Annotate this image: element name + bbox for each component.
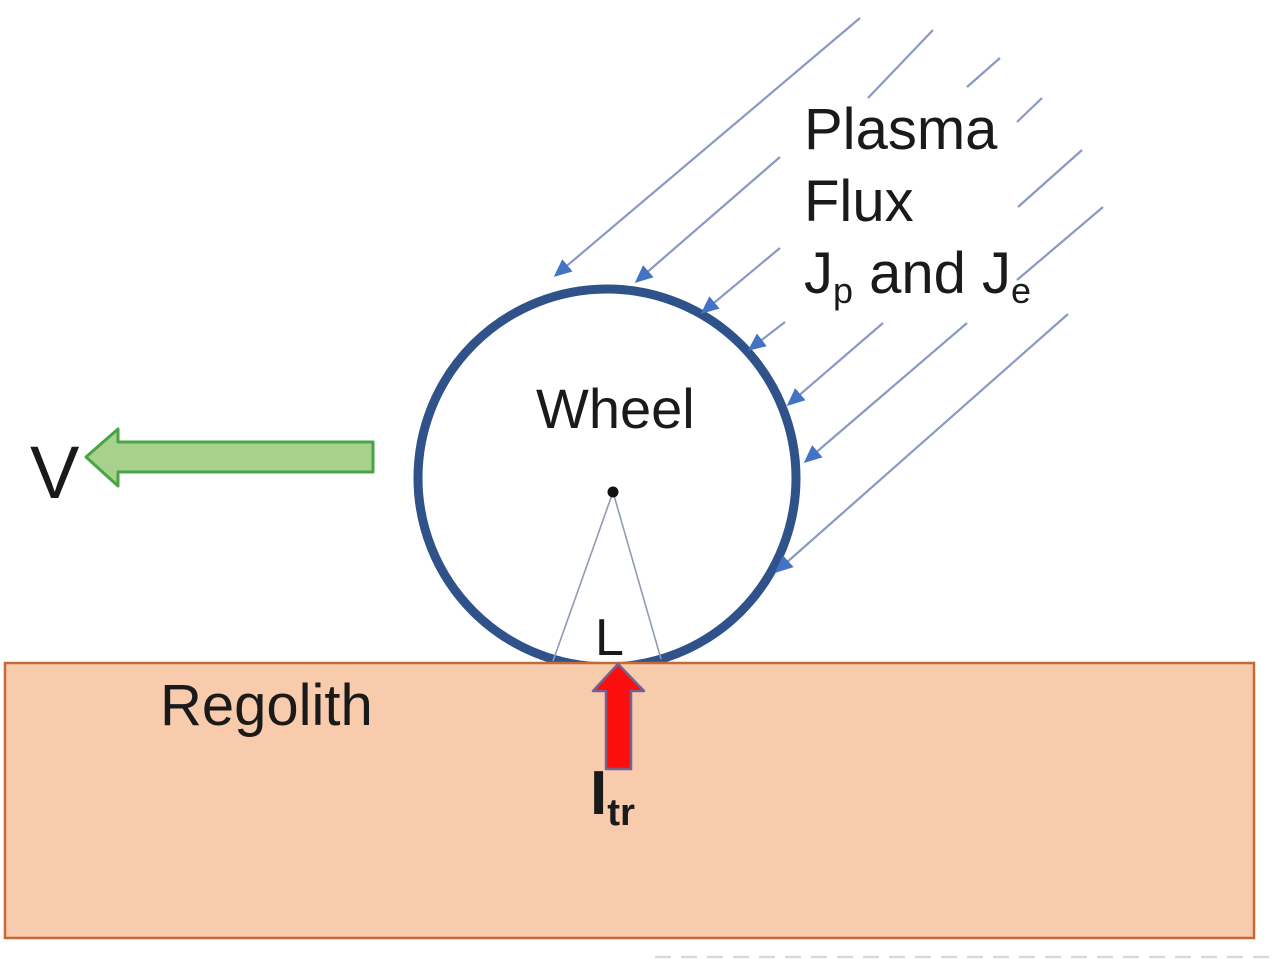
contact-spoke-left <box>552 491 614 662</box>
plasma-ray-arrow <box>774 313 1069 573</box>
plasma-j1-base: J <box>804 241 833 306</box>
contact-length-label: L <box>595 609 624 667</box>
velocity-arrow <box>84 427 375 488</box>
plasma-j2-subscript: e <box>1011 270 1031 312</box>
current-label: Itr <box>590 758 635 835</box>
plasma-flux-rays <box>553 17 1104 573</box>
plasma-ray-dash <box>966 57 1001 88</box>
plasma-ray-dash <box>1016 97 1043 123</box>
plasma-label-line3: Jp and Je <box>804 238 1031 327</box>
wheel-label: Wheel <box>536 377 695 440</box>
wheel-hub-dot <box>607 486 619 498</box>
plasma-j2-base: J <box>982 241 1011 306</box>
plasma-ray-arrow <box>747 321 786 351</box>
plasma-ray-dash <box>867 29 934 99</box>
plasma-flux-label: Plasma Flux Jp and Je <box>804 94 1031 327</box>
current-base: I <box>590 759 608 828</box>
plasma-ray-arrow <box>634 156 781 283</box>
velocity-label: V <box>30 431 80 514</box>
regolith-label: Regolith <box>160 673 373 738</box>
plasma-ray-dash <box>1016 206 1104 281</box>
plasma-label-line1: Plasma <box>804 97 998 162</box>
contact-spoke-right <box>612 491 662 660</box>
current-arrow <box>591 662 646 771</box>
plasma-and-text: and <box>853 241 982 306</box>
plasma-label-line2: Flux <box>804 169 914 234</box>
plasma-ray-arrow <box>700 247 781 314</box>
plasma-j1-subscript: p <box>833 270 853 312</box>
plasma-ray-arrow <box>786 322 884 406</box>
plasma-ray-arrow <box>803 322 968 463</box>
plasma-ray-arrow <box>553 17 861 277</box>
current-subscript: tr <box>607 790 635 834</box>
plasma-ray-dash <box>1017 149 1083 208</box>
